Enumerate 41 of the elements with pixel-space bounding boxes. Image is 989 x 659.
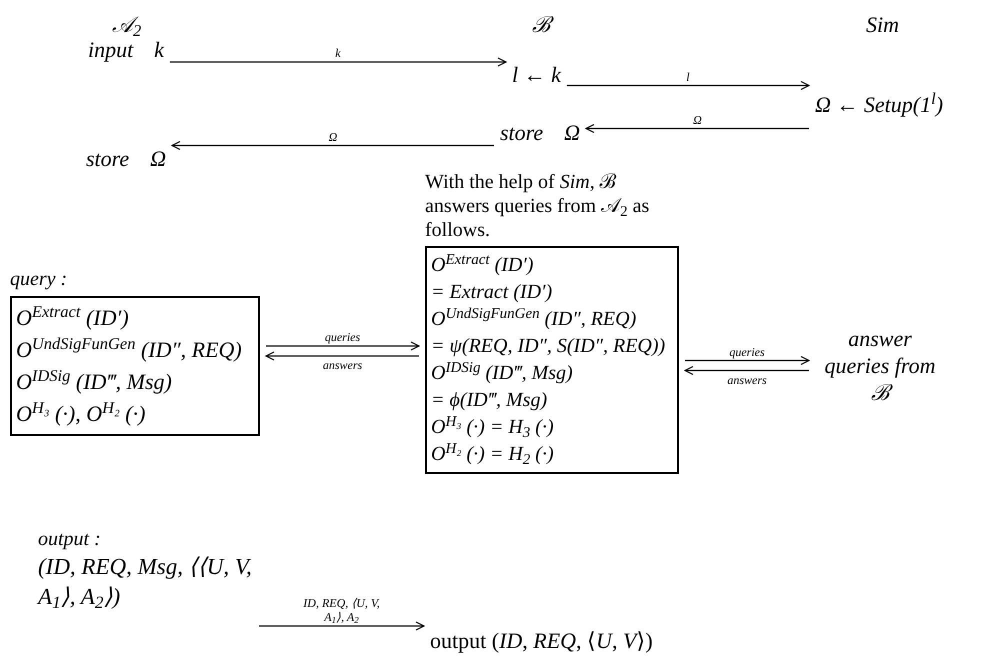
heading-text: query : [10,267,68,292]
edge-label: ID, REQ, ⟨U, V, A$_{1}$⟩, A$_{2}$ [302,596,381,624]
edge-label: Ω [693,112,702,126]
edge-label: answers [727,372,767,386]
math-text: Ω ← Setup(1$^{l}$) [815,88,944,119]
formula-line: O$^{Extract}$ (ID′) [16,302,130,332]
math-text: store Ω [500,119,580,147]
formula-line: O$^{H₂}$ (·) = H$_{2}$ (·) [431,441,555,468]
edge-label: queries [324,330,360,344]
arrow [585,124,809,134]
arrow [685,356,810,366]
formula-line: = ψ(REQ, ID″, S(ID″, REQ)) [431,334,666,359]
math-text: (ID, REQ, Msg, ⟨⟨U, V, A$_{1}$⟩, A$_{2}$⟩) [38,553,253,612]
formula-line: O$^{UndSigFunGen}$ (ID″, REQ) [431,306,638,332]
math-text: output (ID, REQ, ⟨U, V⟩) [430,627,653,655]
formula-line: O$^{H₃}$ (·) = H$_{3}$ (·) [431,414,555,441]
arrow [171,140,494,150]
edge-label: queries [729,344,765,358]
heading-text: With the help of Sim, ℬ answers queries from 𝒜$_{2}$ as follows. [425,170,650,242]
edge-label: l [686,70,690,84]
formula-line: O$^{IDSig}$ (ID‴, Msg) [431,360,574,386]
arrow [259,621,425,631]
edge-label: answers [322,358,362,372]
math-text: store Ω [86,145,166,173]
formula-line: = Extract (ID′) [431,280,554,305]
column-heading: Sim [866,11,899,39]
formula-line: O$^{UndSigFunGen}$ (ID″, REQ) [16,334,243,364]
arrow [266,341,420,351]
edge-label: k [335,46,341,60]
heading-text: output : [38,527,102,552]
math-text: answer queries from ℬ [823,325,936,406]
formula-line: O$^{Extract}$ (ID′) [431,252,534,278]
formula-line: = ϕ(ID‴, Msg) [431,388,548,413]
formula-line: O$^{H₃}$ (·), O$^{H₂}$ (·) [16,398,146,428]
arrow [170,57,507,67]
math-text: l ← k [512,61,561,89]
arrow [684,366,809,376]
formula-line: O$^{IDSig}$ (ID‴, Msg) [16,366,173,396]
arrow [566,80,810,90]
arrow [265,351,419,361]
edge-label: Ω [328,130,338,144]
